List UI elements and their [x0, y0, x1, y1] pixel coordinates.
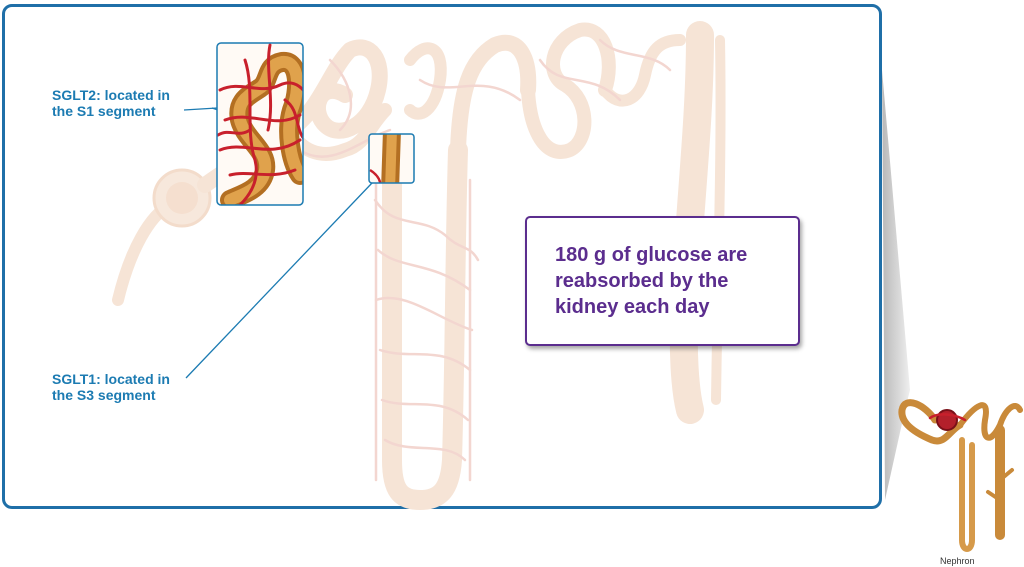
callout-line1: 180 g of glucose are [555, 244, 748, 266]
s1-box-frame [216, 42, 304, 206]
sglt1-label: SGLT1: located in the S3 segment [52, 371, 170, 403]
nephron-caption: Nephron [940, 556, 975, 566]
s1-highlight [217, 43, 303, 205]
callout-text: 180 g of glucose are reabsorbed by the k… [555, 242, 798, 320]
sglt1-connector [185, 182, 373, 379]
sglt1-label-line2: the S3 segment [52, 387, 156, 403]
zoom-shadow [882, 70, 910, 500]
sglt2-label: SGLT2: located in the S1 segment [52, 87, 170, 119]
sglt2-label-line1: SGLT2: located in [52, 87, 170, 103]
sglt2-label-line2: the S1 segment [52, 103, 156, 119]
callout-line3: kidney each day [555, 296, 710, 318]
s3-highlight [369, 134, 414, 183]
sglt1-label-line1: SGLT1: located in [52, 371, 170, 387]
s3-box-frame [368, 133, 415, 184]
nephron-inset [898, 399, 1023, 552]
callout-line2: reabsorbed by the [555, 270, 729, 292]
glucose-callout: 180 g of glucose are reabsorbed by the k… [525, 216, 800, 346]
